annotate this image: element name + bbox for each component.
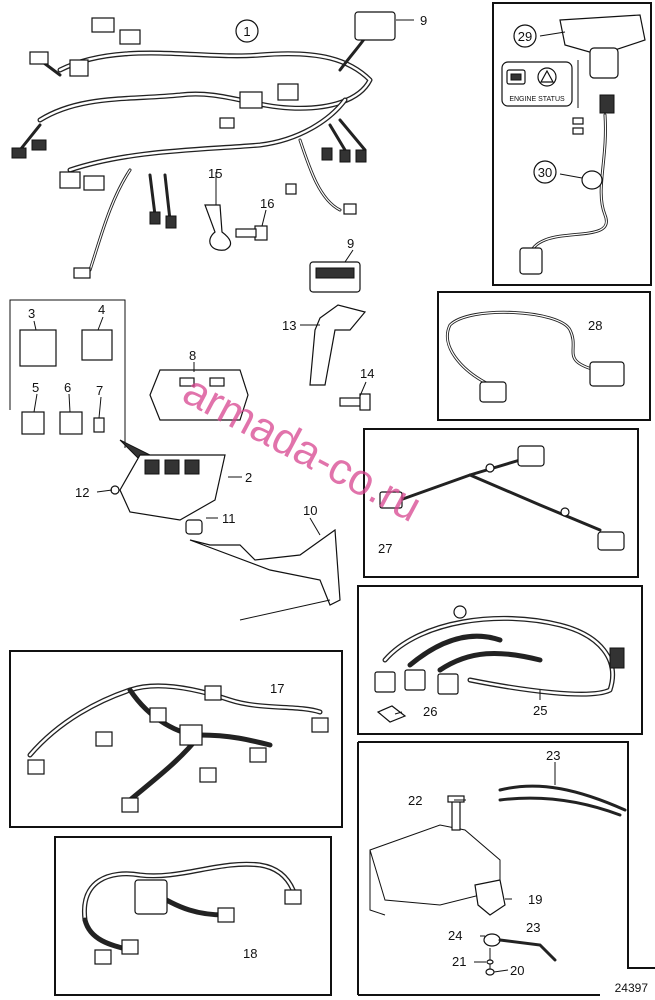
callout-22: 22 xyxy=(408,793,422,808)
callout-10: 10 xyxy=(303,503,317,518)
harness-28-box xyxy=(437,291,651,421)
warning-triangle-icon xyxy=(537,67,557,87)
callout-19: 19 xyxy=(528,892,542,907)
callout-6: 6 xyxy=(64,380,71,395)
callout-27: 27 xyxy=(378,541,392,556)
callout-15: 15 xyxy=(208,166,222,181)
engine-status-text: ENGINE STATUS xyxy=(509,96,565,103)
callout-26: 26 xyxy=(423,704,437,719)
callout-2: 2 xyxy=(245,470,252,485)
callout-7: 7 xyxy=(96,383,103,398)
relay-fuse-group xyxy=(9,299,161,471)
harness-18-box xyxy=(54,836,332,996)
callout-25: 25 xyxy=(533,703,547,718)
callout-13: 13 xyxy=(282,318,296,333)
bracket-10 xyxy=(189,528,341,621)
sensor-box xyxy=(357,741,655,996)
callout-9-top: 9 xyxy=(420,13,427,28)
callout-14: 14 xyxy=(360,366,374,381)
clip-15 xyxy=(204,204,232,251)
cover-8 xyxy=(149,369,249,421)
callout-30: 30 xyxy=(538,165,552,180)
callout-1: 1 xyxy=(243,24,250,39)
callout-12: 12 xyxy=(75,485,89,500)
leader-lines xyxy=(33,19,583,973)
relay-9 xyxy=(309,261,361,293)
callout-20: 20 xyxy=(510,963,524,978)
callout-18: 18 xyxy=(243,946,257,961)
harness-17-box xyxy=(9,650,343,828)
callout-5: 5 xyxy=(32,380,39,395)
callout-17: 17 xyxy=(270,681,284,696)
callout-4: 4 xyxy=(98,302,105,317)
drawing-number: 24397 xyxy=(615,981,649,995)
harness-25-box xyxy=(357,585,643,735)
callout-11: 11 xyxy=(222,511,236,526)
screw-14 xyxy=(339,393,371,411)
callout-labels: 1 9 15 16 9 13 14 3 4 5 6 7 8 2 12 11 10… xyxy=(28,13,648,995)
callout-28: 28 xyxy=(588,318,602,333)
callout-21: 21 xyxy=(452,954,466,969)
callout-23: 23 xyxy=(526,920,540,935)
callout-23-top: 23 xyxy=(546,748,560,763)
callout-16: 16 xyxy=(260,196,274,211)
callout-29: 29 xyxy=(518,29,532,44)
harness-27-box xyxy=(363,428,639,578)
fuse-box-2 xyxy=(110,454,226,535)
callout-8: 8 xyxy=(189,348,196,363)
callout-9: 9 xyxy=(347,236,354,251)
main-harness xyxy=(11,11,396,279)
bolt-16 xyxy=(235,225,268,241)
callout-3: 3 xyxy=(28,306,35,321)
engine-icon xyxy=(506,69,526,85)
engine-status-box xyxy=(492,2,652,286)
callout-24: 24 xyxy=(448,928,462,943)
bracket-13 xyxy=(309,304,367,386)
